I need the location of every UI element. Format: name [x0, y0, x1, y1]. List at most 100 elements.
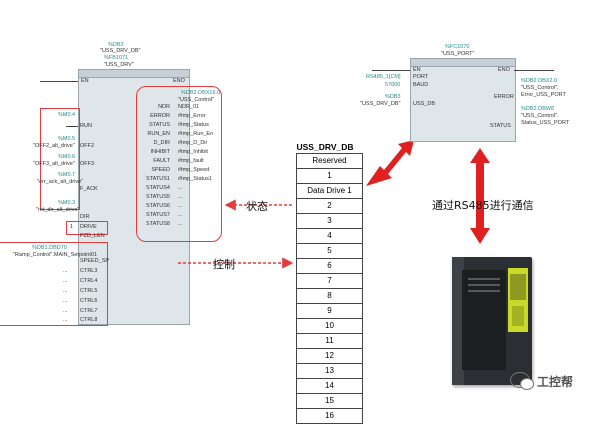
wechat-icon-bubble — [520, 378, 534, 390]
out-pin-speed: SPEED — [151, 167, 170, 173]
out-pin-inhibit: INHIBIT — [150, 149, 170, 155]
table-row: 12 — [296, 348, 363, 364]
fc-name: "USS_PORT" — [441, 51, 475, 57]
ctrl5-pin: CTRL5 — [80, 288, 98, 294]
db-tag-right: %DB3 — [385, 94, 401, 100]
output-tag: %DB2.DBX16.0 — [181, 90, 221, 96]
out-val-status8: ... — [178, 221, 183, 227]
output-highlight-box — [136, 86, 222, 242]
out-pin-status7: STATUS7 — [146, 212, 170, 218]
error-tag: %DB2.DBX2.0 — [521, 78, 558, 84]
left-block-body[interactable] — [78, 77, 190, 325]
right-block-body[interactable] — [410, 66, 516, 142]
fack-tag: %M0.7 — [58, 172, 76, 178]
out-val-error: #tmp_Error — [178, 113, 206, 119]
dir-tag: %M0.3 — [58, 200, 76, 206]
table-row: 7 — [296, 273, 363, 289]
table-row: 11 — [296, 333, 363, 349]
out-val-status6: ... — [178, 203, 183, 209]
speed-sp-pin: SPEED_SP — [80, 258, 110, 264]
status-var: Status_USS_PORT — [521, 120, 570, 126]
off2-tag: %M0.5 — [58, 136, 76, 142]
table-row: 10 — [296, 318, 363, 334]
uss-drv-db-table: USS_DRV_DB Reserved 1 Data Drive 1 2 3 4… — [296, 142, 363, 424]
uss-db-pin: USS_DB — [413, 101, 436, 107]
status-db: "USS_Control". — [521, 113, 559, 119]
ctrl6-pin: CTRL6 — [80, 298, 98, 304]
table-row: 5 — [296, 243, 363, 259]
out-val-status7: ... — [178, 212, 183, 218]
out-val-run-en: #tmp_Run_En — [178, 131, 214, 137]
diagonal-double-arrow — [366, 140, 414, 186]
fc-tag: %FC1070 — [445, 44, 470, 50]
ctrl3-value: ... — [63, 268, 68, 274]
dir-pin: DIR — [80, 214, 90, 220]
table-row: 3 — [296, 213, 363, 229]
drive-pin: DRIVE — [80, 224, 97, 230]
status-pin: STATUS — [490, 123, 511, 129]
right-en-pin: EN — [413, 67, 421, 73]
off3-pin: OFF3 — [80, 161, 95, 167]
ctrl4-value: ... — [63, 278, 68, 284]
db-tag: %DB3 — [108, 42, 124, 48]
error-db: "USS_Control". — [521, 85, 559, 91]
drive-module-display — [510, 274, 526, 300]
out-pin-error: ERROR — [150, 113, 170, 119]
speed-tag: %DB1.DBD70 — [32, 245, 67, 251]
out-val-status1: #tmp_Status1 — [178, 176, 212, 182]
status-tag: %DB2.DBW8 — [521, 106, 555, 112]
speed-ctrl-highlight-box — [0, 242, 108, 326]
table-row: 1 — [296, 168, 363, 184]
run-wire — [66, 126, 78, 127]
out-val-speed: #tmp_Speed — [178, 167, 210, 173]
output-db: "USS_Control" — [178, 97, 215, 103]
out-pin-status: STATUS — [149, 122, 170, 128]
out-val-d-dir: #tmp_D_Dir — [178, 140, 208, 146]
input-highlight-box — [40, 108, 80, 210]
fb-name: "USS_DRV" — [104, 62, 134, 68]
table-row: 14 — [296, 378, 363, 394]
drive-module-connector — [512, 306, 524, 326]
out-val-ndr: NDR_01 — [178, 104, 200, 110]
off2-var: "OFF2_alt_drive" — [33, 143, 75, 149]
out-pin-status6: STATUS6 — [146, 203, 170, 209]
drive-vent — [468, 290, 500, 292]
status-label: 状态 — [246, 200, 268, 213]
en-wire — [40, 81, 78, 82]
drive-vent — [468, 284, 500, 286]
out-val-fault: #tmp_fault — [178, 158, 204, 164]
fack-pin: F_ACK — [80, 186, 98, 192]
drive-value: 1 — [70, 224, 74, 230]
ctrl8-value: ... — [63, 317, 68, 323]
out-pin-d-dir: D_DIR — [153, 140, 170, 146]
table-row: 16 — [296, 408, 363, 424]
table-title: USS_DRV_DB — [296, 142, 354, 152]
rs485-comm-label: 通过RS485进行通信 — [432, 199, 534, 212]
out-pin-status4: STATUS4 — [146, 185, 170, 191]
run-tag: %M0.4 — [58, 112, 76, 118]
off3-var: "OFF3_alt_drive" — [33, 161, 75, 167]
ctrl5-value: ... — [63, 288, 68, 294]
drive-front-panel — [462, 270, 506, 370]
run-pin: RUN — [80, 123, 92, 129]
right-eno-wire — [514, 70, 554, 71]
ctrl8-pin: CTRL8 — [80, 317, 98, 323]
table-row: 2 — [296, 198, 363, 214]
ctrl6-value: ... — [63, 298, 68, 304]
vertical-double-arrow — [470, 148, 490, 244]
out-val-status4: ... — [178, 185, 183, 191]
table-row: 13 — [296, 363, 363, 379]
drive-vent — [468, 278, 500, 280]
db-name: "USS_DRV_DB" — [100, 48, 141, 54]
db-var-right: "USS_DRV_DB" — [360, 101, 401, 107]
table-row: Reserved — [296, 153, 363, 169]
off2-pin: OFF2 — [80, 143, 95, 149]
ctrl3-pin: CTRL3 — [80, 268, 98, 274]
table-row: 4 — [296, 228, 363, 244]
table-row: 15 — [296, 393, 363, 409]
table-row: 6 — [296, 258, 363, 274]
ctrl7-value: ... — [63, 308, 68, 314]
connector-arrows — [178, 140, 490, 269]
baud-var: 57600 — [385, 82, 401, 88]
baud-pin: BAUD — [413, 82, 429, 88]
